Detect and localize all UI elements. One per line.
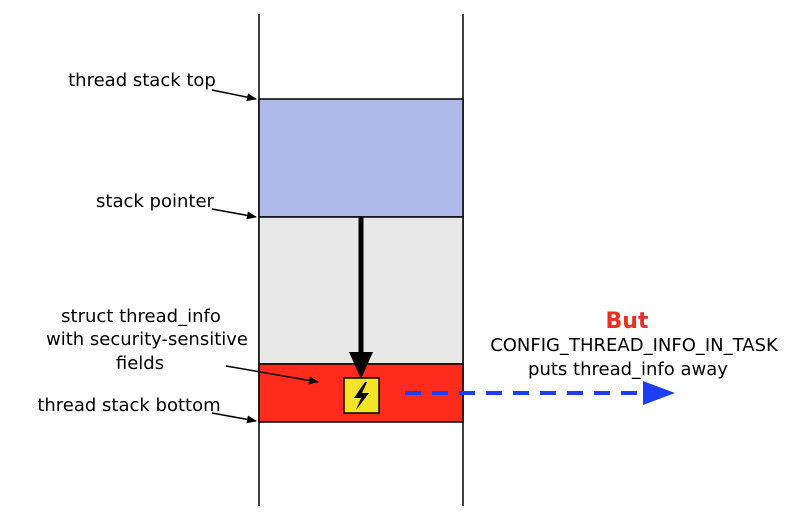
stack-top-pointer xyxy=(211,89,257,102)
thread-info-move-arrow xyxy=(405,381,675,405)
thread-info-label-line3: fields xyxy=(116,353,164,374)
stack-bottom-pointer xyxy=(211,412,257,424)
used-stack-region xyxy=(258,98,464,218)
callout-line2: puts thread_info away xyxy=(528,359,728,380)
stack-bottom-label: thread stack bottom xyxy=(37,395,220,416)
thread-info-label-line1: struct thread_info xyxy=(61,306,221,327)
stack-pointer-label: stack pointer xyxy=(96,191,214,212)
stack-top-label: thread stack top xyxy=(68,70,216,91)
callout-line1: CONFIG_THREAD_INFO_IN_TASK xyxy=(490,335,779,356)
stack-pointer-pointer xyxy=(211,208,257,220)
stack-growth-arrow xyxy=(349,217,373,379)
callout-headline: But xyxy=(606,309,649,334)
thread-info-pointer xyxy=(225,365,319,385)
thread-info-label-line2: with security-sensitive xyxy=(46,329,248,350)
lightning-bolt-hazard-icon xyxy=(343,377,380,414)
